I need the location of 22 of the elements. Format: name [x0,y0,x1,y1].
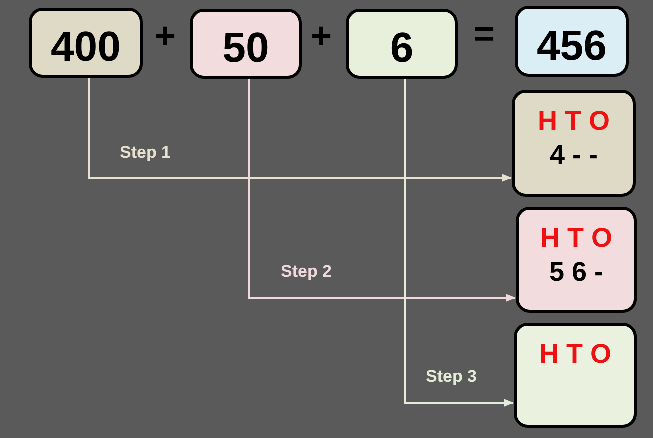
number-text: 50 [222,27,270,69]
number-text: 400 [50,26,122,68]
arrow [88,78,512,182]
digit-row-text: 4 - - [550,138,598,172]
operator-sign: + [311,18,332,54]
number-text: 456 [536,24,608,66]
number-box [346,9,458,79]
operator-sign: = [474,16,496,52]
number-box [515,6,629,77]
number-box [190,9,302,79]
number-box [29,8,143,78]
digit-row-text: 5 6 - [549,256,604,289]
arrow [248,79,516,302]
number-text: 6 [390,27,414,69]
place-value-box [512,90,636,197]
place-value-header: H T O [540,222,612,255]
operator-sign: + [155,18,176,54]
place-value-box [516,207,637,313]
place-value-header: H T O [538,105,610,138]
place-value-header: H T O [540,338,612,371]
place-value-box [514,323,637,428]
arrow [404,79,514,407]
